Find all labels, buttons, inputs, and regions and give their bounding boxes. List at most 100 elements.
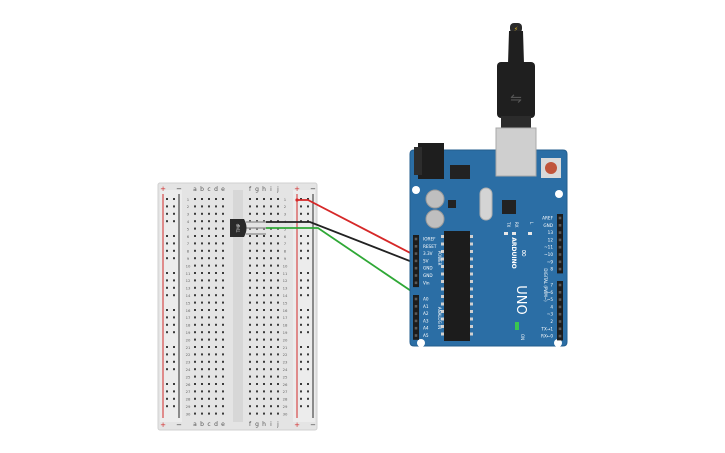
rail-hole[interactable] [173, 331, 175, 334]
rail-hole[interactable] [307, 257, 309, 260]
breadboard-hole[interactable] [277, 360, 279, 363]
breadboard-hole[interactable] [270, 353, 272, 356]
digital-pin[interactable] [558, 253, 562, 256]
breadboard-hole[interactable] [215, 360, 217, 363]
breadboard-hole[interactable] [256, 272, 258, 274]
breadboard-hole[interactable] [256, 301, 258, 304]
breadboard-hole[interactable] [263, 309, 265, 311]
breadboard-hole[interactable] [194, 353, 196, 356]
breadboard-hole[interactable] [194, 205, 196, 208]
breadboard-hole[interactable] [277, 264, 279, 267]
rail-hole[interactable] [166, 405, 168, 408]
breadboard-hole[interactable] [249, 368, 251, 371]
breadboard-hole[interactable] [249, 412, 251, 415]
breadboard-hole[interactable] [256, 264, 258, 267]
digital-pin[interactable] [558, 238, 562, 242]
breadboard-hole[interactable] [249, 353, 251, 356]
breadboard-hole[interactable] [256, 212, 258, 215]
breadboard-hole[interactable] [249, 279, 251, 282]
breadboard-hole[interactable] [277, 338, 279, 341]
rail-hole[interactable] [307, 383, 309, 385]
breadboard-hole[interactable] [277, 205, 279, 208]
breadboard-hole[interactable] [222, 301, 224, 304]
breadboard-hole[interactable] [256, 383, 258, 385]
breadboard-hole[interactable] [256, 353, 258, 356]
breadboard-hole[interactable] [201, 397, 203, 400]
breadboard-hole[interactable] [201, 294, 203, 297]
breadboard-hole[interactable] [256, 375, 258, 378]
breadboard-hole[interactable] [201, 360, 203, 363]
rail-hole[interactable] [307, 346, 309, 348]
breadboard-hole[interactable] [215, 383, 217, 385]
breadboard-hole[interactable] [194, 249, 196, 252]
breadboard-hole[interactable] [277, 294, 279, 297]
digital-pin[interactable] [558, 327, 562, 331]
breadboard-hole[interactable] [215, 294, 217, 297]
rail-hole[interactable] [173, 294, 175, 297]
breadboard-hole[interactable] [201, 257, 203, 260]
rail-hole[interactable] [166, 353, 168, 356]
breadboard-hole[interactable] [208, 198, 210, 200]
analog-pin[interactable] [414, 326, 418, 330]
breadboard-hole[interactable] [208, 368, 210, 371]
breadboard-hole[interactable] [256, 412, 258, 415]
breadboard-hole[interactable] [249, 249, 251, 252]
rail-hole[interactable] [307, 309, 309, 311]
rail-hole[interactable] [307, 323, 309, 326]
breadboard-hole[interactable] [208, 383, 210, 385]
rail-hole[interactable] [300, 294, 302, 297]
breadboard-hole[interactable] [201, 390, 203, 393]
analog-pin[interactable] [414, 334, 418, 337]
breadboard-hole[interactable] [263, 368, 265, 371]
arduino-uno[interactable]: ARDUINO UNO ∞ ON TX RX L POWER ANALOG IN… [409, 127, 568, 347]
breadboard-hole[interactable] [201, 205, 203, 208]
breadboard-hole[interactable] [194, 390, 196, 393]
breadboard-hole[interactable] [249, 360, 251, 363]
rail-hole[interactable] [307, 242, 309, 245]
digital-pin[interactable] [558, 283, 562, 287]
breadboard-hole[interactable] [215, 397, 217, 400]
breadboard-hole[interactable] [222, 412, 224, 415]
breadboard-hole[interactable] [201, 264, 203, 267]
breadboard-hole[interactable] [263, 353, 265, 356]
breadboard-hole[interactable] [222, 249, 224, 252]
rail-hole[interactable] [173, 198, 175, 200]
breadboard-hole[interactable] [270, 323, 272, 326]
rail-hole[interactable] [166, 286, 168, 289]
rail-hole[interactable] [307, 294, 309, 297]
breadboard-hole[interactable] [222, 198, 224, 200]
breadboard-hole[interactable] [277, 249, 279, 252]
breadboard-hole[interactable] [201, 375, 203, 378]
rail-hole[interactable] [307, 205, 309, 208]
breadboard-hole[interactable] [201, 383, 203, 385]
rail-hole[interactable] [307, 279, 309, 282]
breadboard-hole[interactable] [249, 375, 251, 378]
breadboard-hole[interactable] [270, 331, 272, 334]
breadboard-hole[interactable] [256, 309, 258, 311]
breadboard-hole[interactable] [270, 360, 272, 363]
breadboard-hole[interactable] [256, 249, 258, 252]
breadboard-hole[interactable] [215, 323, 217, 326]
breadboard-hole[interactable] [277, 346, 279, 348]
breadboard-hole[interactable] [249, 272, 251, 274]
breadboard-hole[interactable] [256, 242, 258, 245]
breadboard-hole[interactable] [222, 390, 224, 393]
rail-hole[interactable] [307, 316, 309, 319]
breadboard-hole[interactable] [201, 316, 203, 319]
breadboard-hole[interactable] [277, 272, 279, 274]
breadboard-hole[interactable] [222, 360, 224, 363]
breadboard-hole[interactable] [270, 257, 272, 260]
breadboard-hole[interactable] [263, 360, 265, 363]
rail-hole[interactable] [307, 198, 309, 200]
breadboard-hole[interactable] [222, 257, 224, 260]
rail-hole[interactable] [173, 249, 175, 252]
digital-pin[interactable] [558, 267, 562, 271]
breadboard-hole[interactable] [249, 346, 251, 348]
breadboard-hole[interactable] [270, 198, 272, 200]
breadboard-hole[interactable] [256, 360, 258, 363]
rail-hole[interactable] [166, 205, 168, 208]
rail-hole[interactable] [173, 353, 175, 356]
breadboard-hole[interactable] [194, 279, 196, 282]
power-pin[interactable] [414, 245, 418, 248]
breadboard-hole[interactable] [256, 294, 258, 297]
